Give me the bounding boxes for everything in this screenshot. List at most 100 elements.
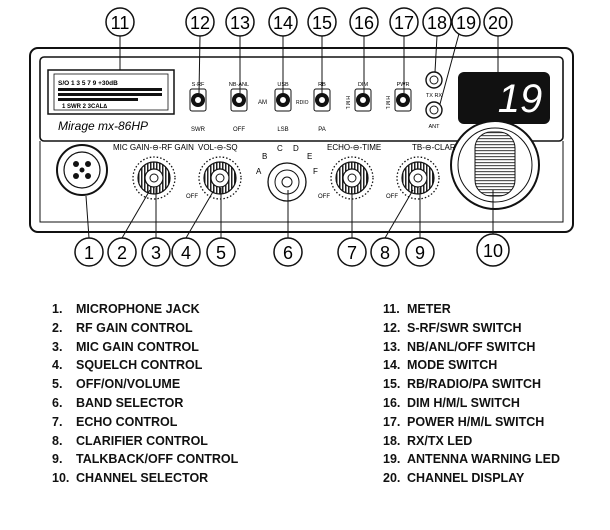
microphone-jack[interactable] <box>56 144 108 196</box>
svg-text:TX RX: TX RX <box>426 93 443 99</box>
callout-16: 16 <box>349 7 379 37</box>
legend-item: 19.ANTENNA WARNING LED <box>383 452 561 467</box>
svg-text:RDIO: RDIO <box>296 100 309 106</box>
legend-item: 10.CHANNEL SELECTOR <box>52 471 209 486</box>
legend-item: 6.BAND SELECTOR <box>52 395 184 410</box>
meter-scale-top: S/O 1 3 5 7 9 +30dB <box>58 80 118 87</box>
switch-srf-swr[interactable]: S·RF SWR <box>189 82 207 133</box>
leader-lines <box>85 29 499 239</box>
legend-item: 18.RX/TX LED <box>383 433 473 448</box>
callout-15: 15 <box>307 7 337 37</box>
svg-text:LSB: LSB <box>277 127 288 133</box>
channel-number: 19 <box>498 77 543 121</box>
callout-8: 8 <box>370 237 400 267</box>
callout-14: 14 <box>268 7 298 37</box>
callout-3: 3 <box>141 237 171 267</box>
callout-13: 13 <box>225 7 255 37</box>
switch-dim[interactable]: DIM H M L <box>344 82 372 112</box>
svg-text:ANT: ANT <box>429 124 441 130</box>
callout-12: 12 <box>185 7 215 37</box>
band-selector-knob[interactable]: A B C D E F <box>256 144 318 202</box>
svg-text:A: A <box>256 167 262 176</box>
svg-text:OFF: OFF <box>233 127 245 133</box>
callout-17: 17 <box>389 7 419 37</box>
svg-text:6: 6 <box>283 243 293 263</box>
legend-item: 13.NB/ANL/OFF SWITCH <box>383 339 536 354</box>
pwr-hml-label: H M L <box>384 96 390 110</box>
svg-text:8: 8 <box>380 243 390 263</box>
switch-power[interactable]: PWR H M L <box>384 82 412 112</box>
svg-text:C: C <box>277 144 283 153</box>
svg-text:F: F <box>313 167 318 176</box>
callout-4: 4 <box>171 237 201 267</box>
svg-text:1: 1 <box>84 243 94 263</box>
svg-text:19: 19 <box>456 13 476 33</box>
svg-text:15: 15 <box>312 13 332 33</box>
svg-text:20: 20 <box>488 13 508 33</box>
svg-text:16: 16 <box>354 13 374 33</box>
vol-sq-knob[interactable]: OFF <box>186 156 242 200</box>
legend-item: 5.OFF/ON/VOLUME <box>52 377 181 392</box>
legend-item: 3.MIC GAIN CONTROL <box>52 339 199 354</box>
legend-item: 12.S-RF/SWR SWITCH <box>383 320 522 335</box>
model-label: Mirage mx-86HP <box>58 119 148 133</box>
legend-item: 14.MODE SWITCH <box>383 358 498 373</box>
svg-text:18: 18 <box>427 13 447 33</box>
legend-right: 11.METER 12.S-RF/SWR SWITCH 13.NB/ANL/OF… <box>383 300 560 488</box>
legend-item: 17.POWER H/M/L SWITCH <box>383 414 545 429</box>
svg-text:11: 11 <box>111 13 130 33</box>
tb-clar-knob[interactable]: OFF <box>386 156 440 200</box>
svg-text:12: 12 <box>190 13 210 33</box>
legend-item: 2.RF GAIN CONTROL <box>52 320 193 335</box>
callout-5: 5 <box>206 237 236 267</box>
svg-text:OFF: OFF <box>318 194 330 200</box>
svg-text:OFF: OFF <box>386 194 398 200</box>
label-tb-clar: TB-⊖-CLAR <box>412 143 456 152</box>
svg-text:7: 7 <box>347 243 357 263</box>
meter: S/O 1 3 5 7 9 +30dB 1 SWR 2 3CAL∆ Mirage… <box>47 69 175 133</box>
svg-text:B: B <box>262 152 267 161</box>
svg-text:E: E <box>307 152 312 161</box>
dim-hml-label: H M L <box>344 96 350 110</box>
channel-selector-knob[interactable] <box>450 120 540 210</box>
switch-nb-anl-off[interactable]: NB·ANL OFF <box>229 82 249 133</box>
led-txrx: TX RX <box>425 71 443 99</box>
callout-6: 6 <box>273 237 303 267</box>
echo-time-knob[interactable]: OFF <box>318 156 374 200</box>
led-antenna: ANT <box>425 101 443 130</box>
svg-text:PA: PA <box>318 127 326 133</box>
callout-11: 11 <box>105 7 135 37</box>
channel-display: 19 <box>458 72 550 124</box>
svg-text:14: 14 <box>273 13 293 33</box>
legend-item: 11.METER <box>383 302 451 316</box>
panel-divider <box>39 141 564 223</box>
svg-text:PWR: PWR <box>397 82 410 88</box>
svg-text:DIM: DIM <box>358 82 369 88</box>
svg-text:9: 9 <box>415 243 425 263</box>
callout-10: 10 <box>476 233 510 267</box>
svg-text:2: 2 <box>117 243 127 263</box>
callout-20: 20 <box>483 7 513 37</box>
callout-7: 7 <box>337 237 367 267</box>
legend-item: 16.DIM H/M/L SWITCH <box>383 395 520 410</box>
radio-front-panel-diagram: S/O 1 3 5 7 9 +30dB 1 SWR 2 3CAL∆ Mirage… <box>29 7 574 267</box>
callout-18: 18 <box>422 7 452 37</box>
legend-item: 1.MICROPHONE JACK <box>52 302 200 316</box>
legend-item: 7.ECHO CONTROL <box>52 414 178 429</box>
mic-rf-gain-knob[interactable] <box>132 156 176 200</box>
svg-text:S·RF: S·RF <box>192 82 205 88</box>
label-echo-time: ECHO-⊖-TIME <box>327 143 381 152</box>
label-vol-sq: VOL-⊖-SQ <box>198 143 238 152</box>
svg-text:NB·ANL: NB·ANL <box>229 82 249 88</box>
svg-text:10: 10 <box>483 241 503 261</box>
svg-text:AM: AM <box>258 100 267 106</box>
legend-item: 20.CHANNEL DISPLAY <box>383 471 525 486</box>
svg-text:4: 4 <box>181 243 191 263</box>
legend-item: 9.TALKBACK/OFF CONTROL <box>52 452 239 467</box>
label-mic-rf-gain: MIC GAIN-⊖-RF GAIN <box>113 143 194 152</box>
callout-2: 2 <box>107 237 137 267</box>
callout-19: 19 <box>451 7 481 37</box>
svg-text:D: D <box>293 144 299 153</box>
callout-1: 1 <box>74 237 104 267</box>
svg-text:17: 17 <box>394 13 414 33</box>
